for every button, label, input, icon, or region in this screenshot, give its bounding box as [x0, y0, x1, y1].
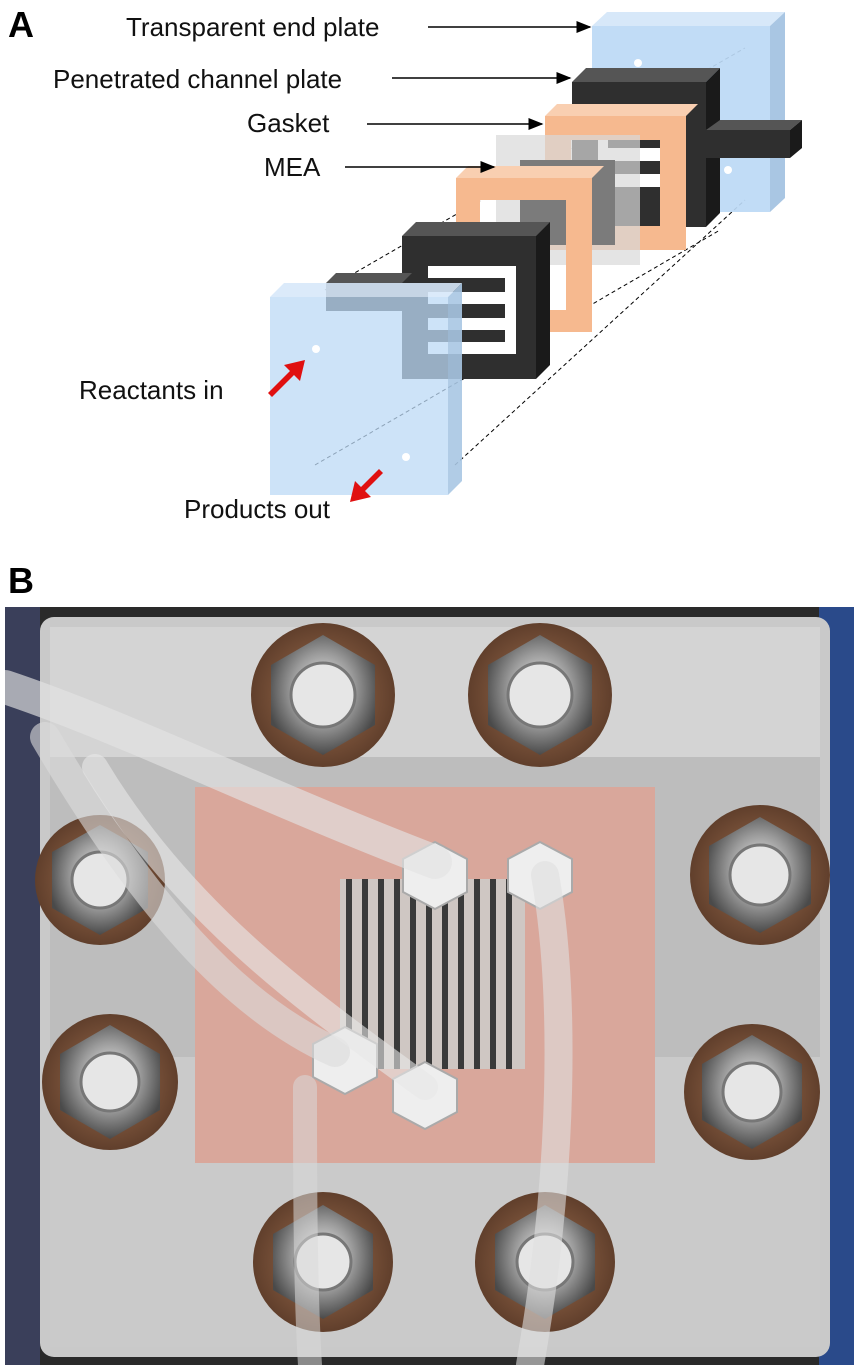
cell-photograph — [5, 607, 854, 1365]
panel-b-letter: B — [8, 560, 34, 601]
bolt-lower-left — [42, 1014, 178, 1150]
label-transparent-end-plate: Transparent end plate — [126, 12, 380, 42]
label-mea: MEA — [264, 152, 321, 182]
bolt-top-left — [251, 623, 395, 767]
front-end-plate — [270, 283, 462, 495]
reactants-in-arrow — [268, 360, 305, 397]
bolt-lower-right — [684, 1024, 820, 1160]
tubes — [5, 670, 573, 1365]
bolt-bottom-left — [253, 1192, 393, 1332]
label-penetrated-channel-plate: Penetrated channel plate — [53, 64, 343, 94]
bolt-mid-right — [690, 805, 830, 945]
products-out-arrow — [350, 469, 383, 502]
label-gasket: Gasket — [247, 108, 330, 138]
label-reactants-in: Reactants in — [79, 375, 224, 405]
exploded-cell-diagram — [268, 12, 802, 502]
bolt-top-right — [468, 623, 612, 767]
label-products-out: Products out — [184, 494, 330, 524]
panel-a-letter: A — [8, 4, 34, 45]
